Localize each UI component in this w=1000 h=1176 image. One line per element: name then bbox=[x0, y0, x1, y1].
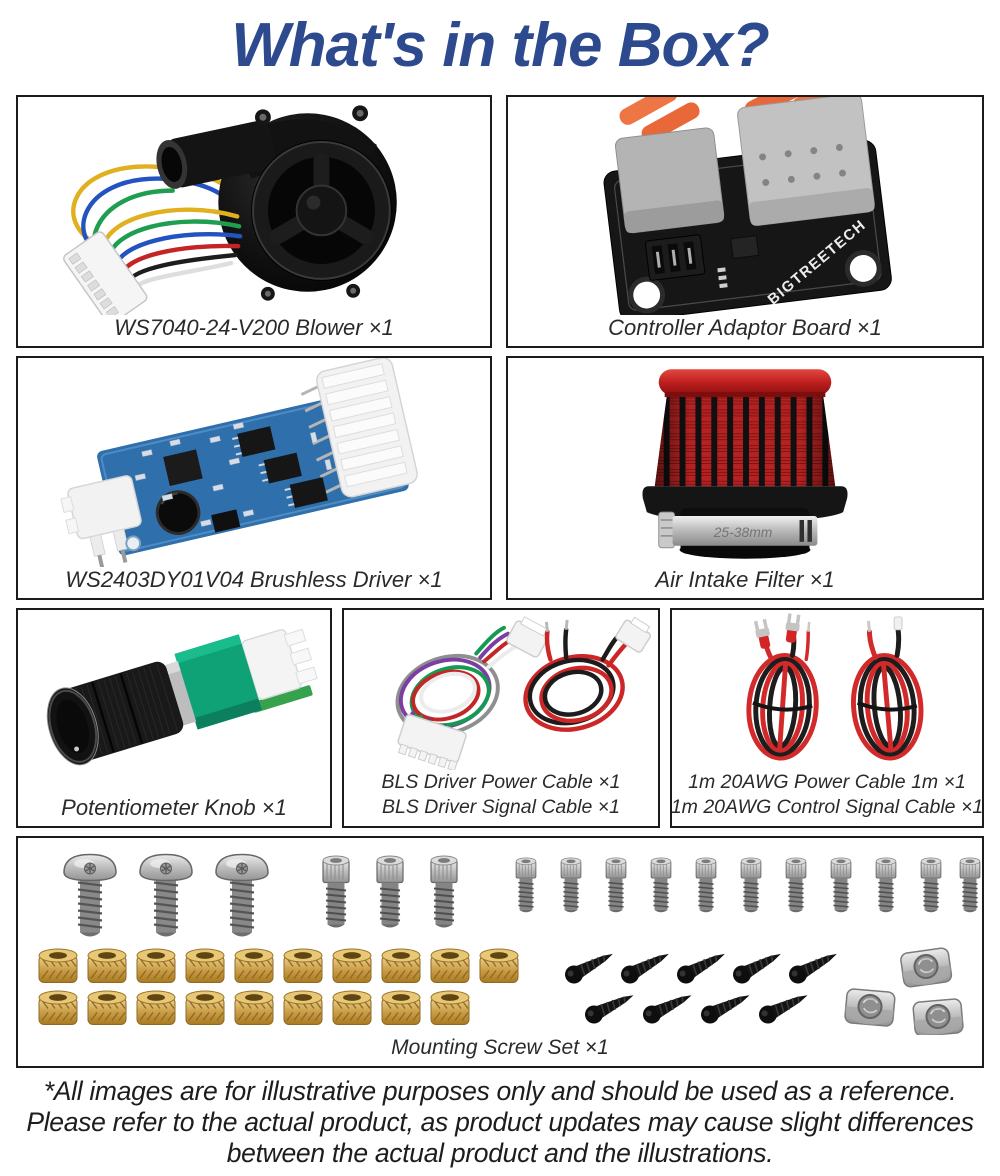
driver-connector-left bbox=[60, 475, 142, 567]
pin-header bbox=[644, 234, 706, 281]
blower-connector bbox=[63, 231, 148, 315]
small-cap-screws bbox=[515, 857, 981, 913]
mcu-chip bbox=[163, 449, 203, 486]
socket-cap-screws bbox=[322, 855, 458, 929]
bls-connector-large bbox=[397, 714, 467, 770]
item-card-adaptor-board: BIGTREETECH Controller Adaptor Board ×1 bbox=[506, 95, 984, 348]
terminal-block-right bbox=[737, 97, 875, 226]
mosfet bbox=[289, 477, 328, 508]
item-card-awg-cables: 1m 20AWG Power Cable 1m ×1 1m 20AWG Cont… bbox=[670, 608, 984, 828]
awg-power-cable bbox=[746, 611, 819, 761]
pot-connector bbox=[241, 628, 318, 700]
ic-chip bbox=[730, 235, 760, 260]
item-card-bls-cables: BLS Driver Power Cable ×1 BLS Driver Sig… bbox=[342, 608, 660, 828]
bls-connector-small bbox=[506, 616, 549, 658]
self-tapping-screws-row-1 bbox=[561, 945, 842, 988]
clamp-band bbox=[672, 516, 818, 546]
item-label-potentiometer: Potentiometer Knob ×1 bbox=[61, 795, 287, 820]
t-nut bbox=[899, 946, 954, 989]
bls-power-cable-label: BLS Driver Power Cable ×1 bbox=[381, 771, 621, 793]
air-filter-illustration: 25-38mm bbox=[642, 369, 848, 559]
brass-inserts-row-2 bbox=[38, 990, 470, 1026]
air-filter-body: 25-38mm bbox=[642, 369, 848, 559]
item-card-screw-set: Mounting Screw Set ×1 bbox=[16, 836, 984, 1068]
items-grid: WS7040-24-V200 Blower ×1 bbox=[16, 95, 984, 1068]
item-card-air-filter: 25-38mm Air Intake Filter ×1 bbox=[506, 356, 984, 600]
item-card-blower: WS7040-24-V200 Blower ×1 bbox=[16, 95, 492, 348]
inductor bbox=[211, 509, 241, 533]
item-label-air-filter: Air Intake Filter ×1 bbox=[655, 567, 835, 592]
awg-signal-cable-label: 1m 20AWG Control Signal Cable ×1 bbox=[670, 796, 984, 818]
item-label-bls-cables: BLS Driver Power Cable ×1 BLS Driver Sig… bbox=[378, 770, 625, 826]
knob bbox=[46, 661, 184, 766]
self-tapping-screws-row-2 bbox=[581, 986, 813, 1028]
awg-power-cable-label: 1m 20AWG Power Cable 1m ×1 bbox=[688, 771, 966, 793]
grid-row-3: Potentiometer Knob ×1 bbox=[16, 608, 984, 828]
bls-signal-cable-label: BLS Driver Signal Cable ×1 bbox=[382, 796, 620, 818]
grid-row-2: WS2403DY01V04 Brushless Driver ×1 bbox=[16, 356, 984, 600]
item-label-brushless-driver: WS2403DY01V04 Brushless Driver ×1 bbox=[65, 567, 443, 592]
brass-inserts-row-1 bbox=[38, 948, 519, 984]
footer-line-2: Please refer to the actual product, as p… bbox=[26, 1107, 974, 1137]
blower-body bbox=[156, 105, 397, 301]
awg-signal-cable bbox=[851, 616, 924, 761]
item-label-awg-cables: 1m 20AWG Power Cable 1m ×1 1m 20AWG Cont… bbox=[670, 770, 984, 826]
potentiometer-illustration bbox=[46, 628, 318, 766]
mosfet bbox=[237, 426, 276, 458]
item-card-potentiometer: Potentiometer Knob ×1 bbox=[16, 608, 332, 828]
mosfet bbox=[263, 452, 302, 484]
item-label-screw-set: Mounting Screw Set ×1 bbox=[391, 1036, 609, 1059]
mount-hole bbox=[844, 250, 882, 287]
mount-hole bbox=[628, 276, 666, 314]
grid-row-4: Mounting Screw Set ×1 bbox=[16, 836, 984, 1068]
item-label-blower: WS7040-24-V200 Blower ×1 bbox=[114, 315, 394, 340]
clamp-size-marking: 25-38mm bbox=[713, 524, 773, 540]
brushless-driver-illustration bbox=[60, 358, 418, 567]
footer-note: *All images are for illustrative purpose… bbox=[0, 1076, 1000, 1169]
blower-illustration bbox=[63, 105, 397, 315]
page-title: What's in the Box? bbox=[231, 11, 770, 80]
adaptor-board-illustration: BIGTREETECH bbox=[603, 97, 892, 315]
driver-connector-right bbox=[300, 358, 418, 498]
button-head-screws bbox=[62, 853, 270, 938]
clamp-screw bbox=[658, 511, 676, 549]
awg-cables-illustration bbox=[746, 611, 924, 761]
t-nut bbox=[911, 997, 965, 1035]
capacitor bbox=[155, 490, 201, 535]
footer-line-1: *All images are for illustrative purpose… bbox=[43, 1076, 957, 1106]
pot-body bbox=[174, 634, 262, 730]
bls-cables-illustration bbox=[395, 616, 652, 770]
screw-set-illustration bbox=[38, 853, 981, 1035]
t-nut bbox=[843, 987, 897, 1028]
footer-line-3: between the actual product and the illus… bbox=[226, 1138, 774, 1168]
item-card-brushless-driver: WS2403DY01V04 Brushless Driver ×1 bbox=[16, 356, 492, 600]
item-label-adaptor-board: Controller Adaptor Board ×1 bbox=[608, 315, 882, 340]
grid-row-1: WS7040-24-V200 Blower ×1 bbox=[16, 95, 984, 348]
bls-signal-connector bbox=[615, 616, 652, 653]
bls-signal-cable bbox=[523, 627, 629, 732]
terminal-block-left bbox=[614, 97, 725, 234]
